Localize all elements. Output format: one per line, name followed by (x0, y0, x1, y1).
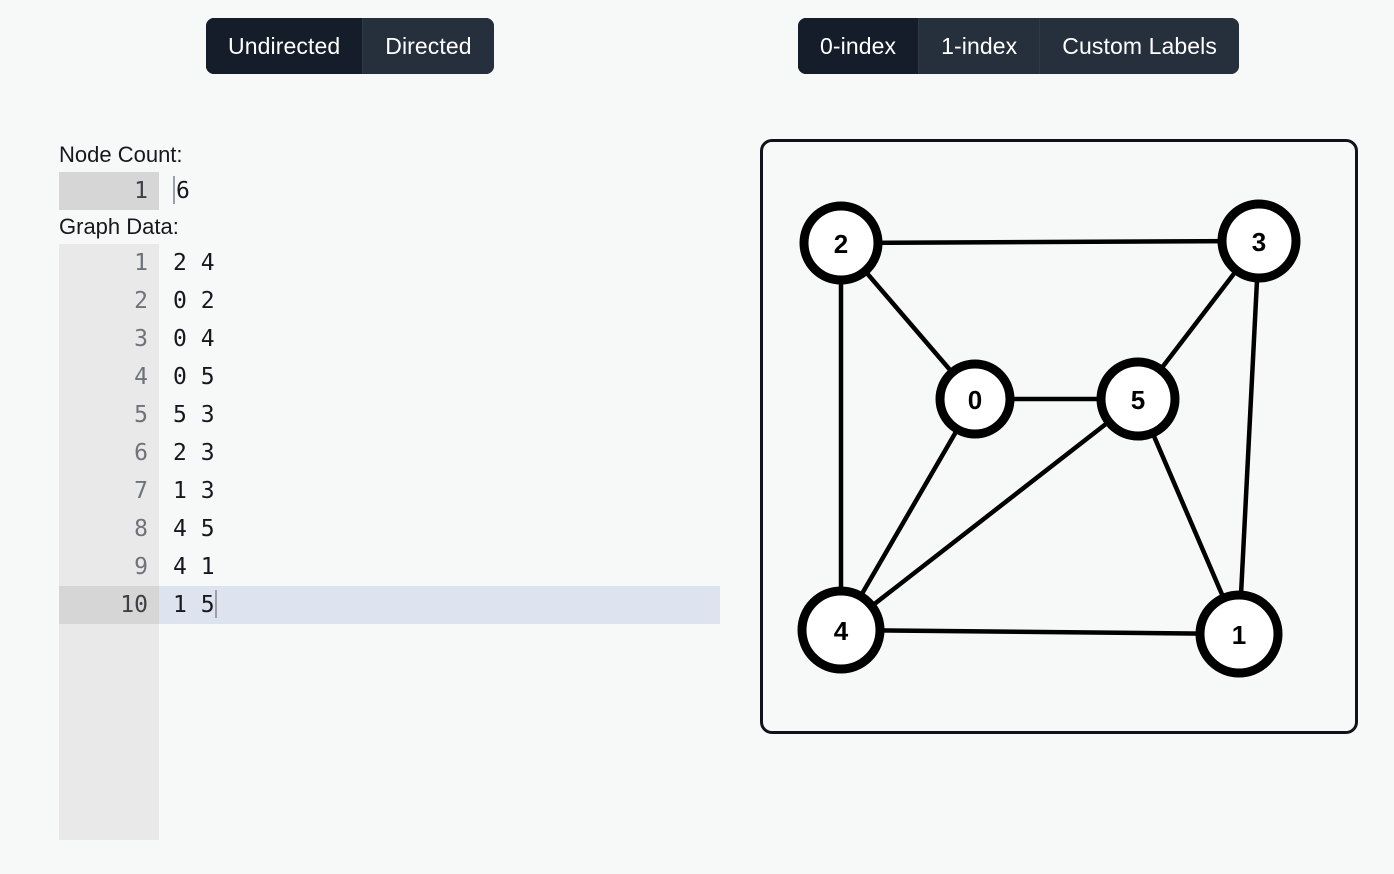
line-text[interactable]: 2 4 (159, 244, 720, 282)
line-text-value: 1 3 (173, 478, 215, 504)
graph-node-circle[interactable] (1217, 199, 1301, 283)
line-text[interactable]: 2 3 (159, 434, 720, 472)
toggle-option-undirected[interactable]: Undirected (206, 18, 363, 74)
line-number: 6 (59, 434, 159, 472)
graph-edge (838, 238, 1262, 246)
graph-data-label: Graph Data: (59, 214, 179, 239)
graph-node-label: 0 (968, 385, 982, 415)
line-text-value: 5 3 (173, 402, 215, 428)
graph-node-circle[interactable] (1096, 357, 1180, 441)
line-text[interactable]: 0 2 (159, 282, 720, 320)
toggle-option-custom-labels[interactable]: Custom Labels (1039, 18, 1239, 74)
graph-edge (838, 396, 1141, 633)
graph-edge (838, 627, 1242, 637)
line-text-value: 4 5 (173, 516, 215, 542)
line-number: 1 (59, 244, 159, 282)
graph-node[interactable]: 1 (1195, 590, 1283, 678)
line-text-value: 0 4 (173, 326, 215, 352)
line-number: 2 (59, 282, 159, 320)
graph-node[interactable]: 2 (799, 201, 883, 285)
editor-line[interactable]: 7 1 3 (0, 472, 720, 510)
editor-line[interactable]: 9 4 1 (0, 548, 720, 586)
gutter-filler (59, 624, 159, 840)
line-text[interactable]: 1 5 (159, 586, 720, 624)
editor-line[interactable]: 6 2 3 (0, 434, 720, 472)
line-number: 1 (59, 172, 159, 210)
graph-node-label: 5 (1131, 385, 1145, 415)
graph-node-circle[interactable] (799, 201, 883, 285)
graph-node[interactable]: 5 (1096, 357, 1180, 441)
graph-node[interactable]: 3 (1217, 199, 1301, 283)
node-count-label: Node Count: (59, 142, 183, 167)
line-text[interactable]: 5 3 (159, 396, 720, 434)
line-text-value: 2 4 (173, 250, 215, 276)
text-caret (173, 175, 175, 204)
edges-layer (838, 238, 1262, 637)
line-text-value: 6 (176, 178, 190, 204)
line-text[interactable]: 0 4 (159, 320, 720, 358)
line-number: 4 (59, 358, 159, 396)
graph-data-editor[interactable]: 1 2 4 2 0 2 3 0 4 4 0 5 5 5 3 6 2 3 7 1 3 8 4 5 9 4 1 10 1 … (0, 244, 720, 840)
line-number: 7 (59, 472, 159, 510)
graph-edge (838, 396, 978, 633)
nodes-layer[interactable]: 2 3 0 5 4 1 (797, 199, 1301, 678)
graph-node-circle[interactable] (797, 586, 885, 674)
line-text-value: 0 2 (173, 288, 215, 314)
line-text-value: 0 5 (173, 364, 215, 390)
line-text[interactable]: 4 1 (159, 548, 720, 586)
toggle-option-1-index[interactable]: 1-index (918, 18, 1040, 74)
line-text-value: 2 3 (173, 440, 215, 466)
graph-node-circle[interactable] (1195, 590, 1283, 678)
editor-line[interactable]: 5 5 3 (0, 396, 720, 434)
editor-line[interactable]: 4 0 5 (0, 358, 720, 396)
line-text[interactable]: 0 5 (159, 358, 720, 396)
graph-edge (1236, 238, 1262, 637)
line-number: 10 (59, 586, 159, 624)
line-text[interactable]: 1 3 (159, 472, 720, 510)
graph-node-label: 4 (834, 616, 849, 646)
graph-node-circle[interactable] (935, 359, 1015, 439)
line-number: 9 (59, 548, 159, 586)
editor-line[interactable]: 2 0 2 (0, 282, 720, 320)
graph-node[interactable]: 4 (797, 586, 885, 674)
line-text-value: 4 1 (173, 554, 215, 580)
line-text[interactable]: 4 5 (159, 510, 720, 548)
toggle-option-0-index[interactable]: 0-index (798, 18, 919, 74)
graph-visualization[interactable]: 2 3 0 5 4 1 (763, 142, 1355, 731)
editor-line[interactable]: 8 4 5 (0, 510, 720, 548)
editor-line[interactable]: 10 1 5 (0, 586, 720, 624)
text-caret (214, 589, 217, 618)
toggle-option-directed[interactable]: Directed (362, 18, 494, 74)
graph-node-label: 1 (1232, 620, 1246, 650)
graph-node-label: 3 (1252, 227, 1266, 257)
line-number: 5 (59, 396, 159, 434)
graph-node-label: 2 (834, 229, 848, 259)
line-number: 3 (59, 320, 159, 358)
line-text-value: 1 5 (173, 592, 215, 618)
graph-node[interactable]: 0 (935, 359, 1015, 439)
editor-line[interactable]: 3 0 4 (0, 320, 720, 358)
line-number: 8 (59, 510, 159, 548)
graph-canvas-panel[interactable]: 2 3 0 5 4 1 (760, 139, 1358, 734)
editor-line[interactable]: 1 2 4 (0, 244, 720, 282)
line-text[interactable]: 6 (159, 172, 720, 210)
